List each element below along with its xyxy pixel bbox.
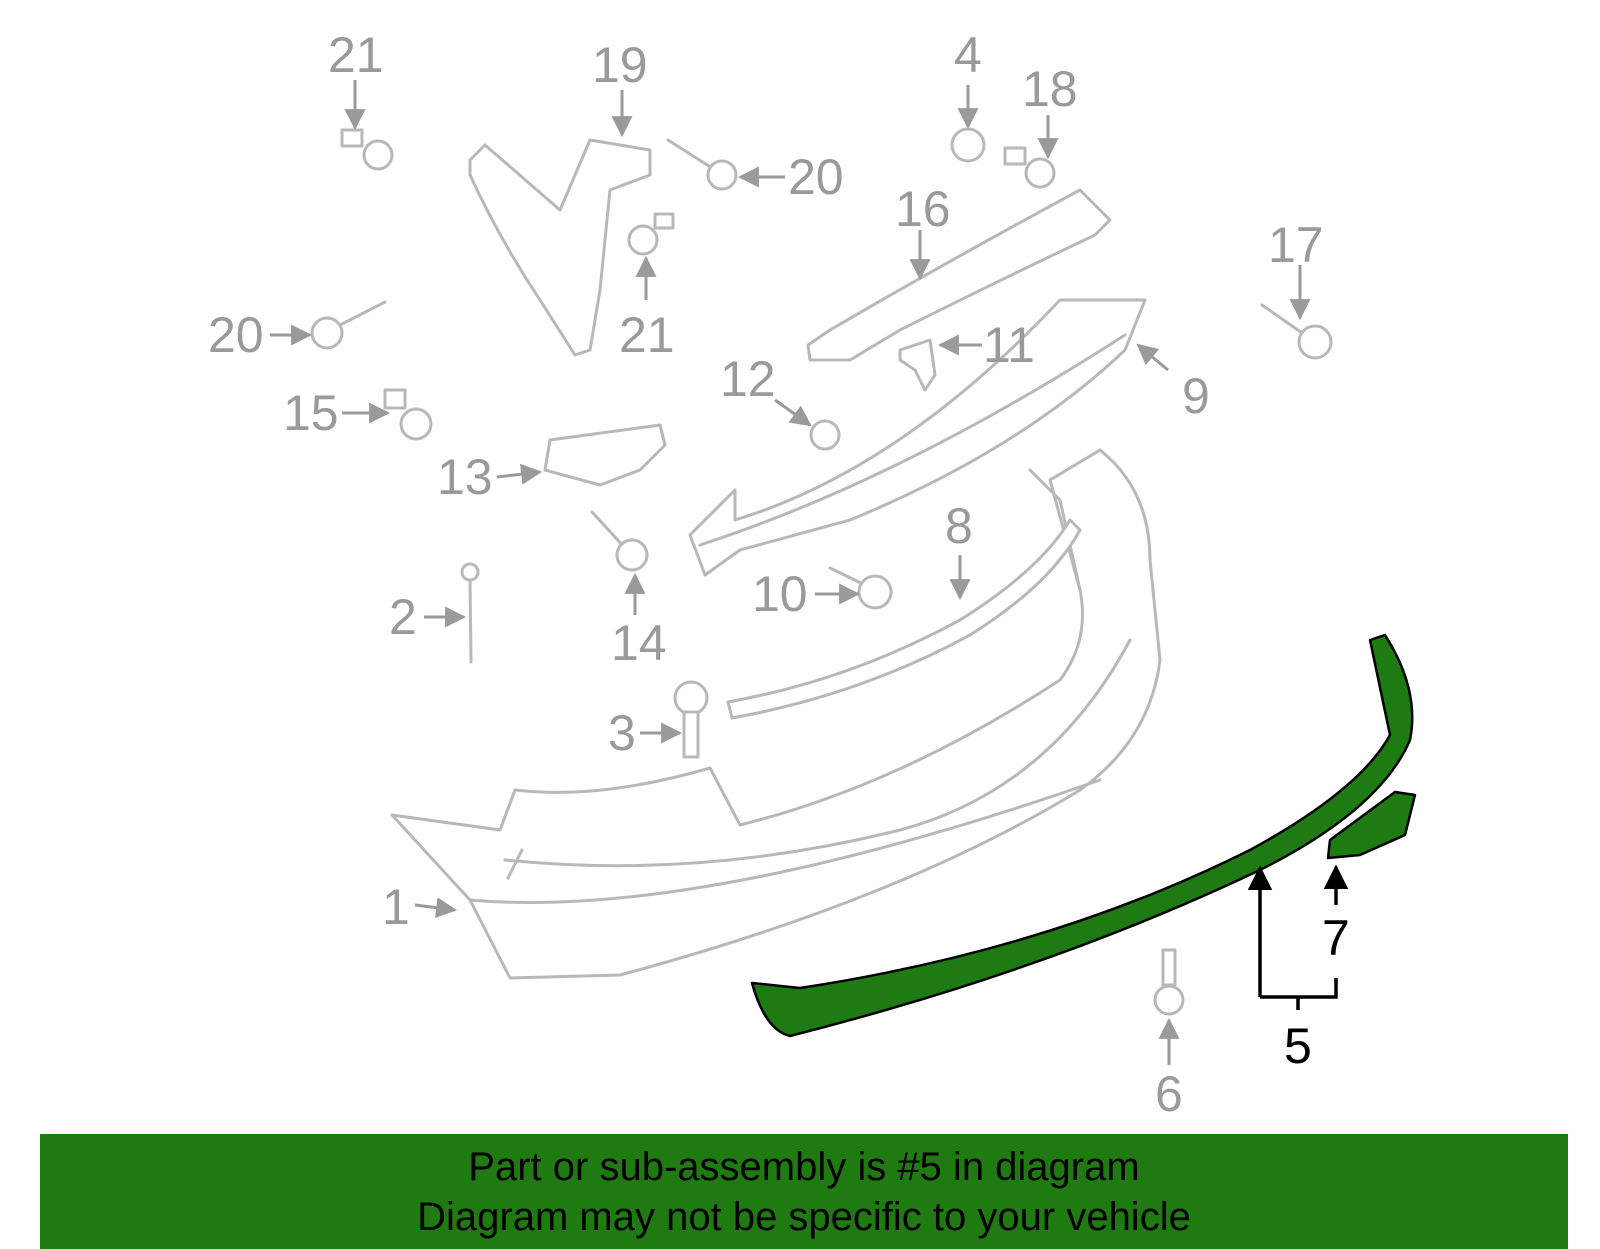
- fastener-21-mid: [627, 212, 675, 256]
- banner-line-1: Part or sub-assembly is #5 in diagram: [468, 1144, 1140, 1189]
- callout-9: 9: [1182, 368, 1210, 424]
- strip-part-8: [726, 518, 1082, 720]
- fastener-2: [460, 562, 480, 664]
- callout-10: 10: [752, 566, 808, 622]
- callout-8: 8: [945, 498, 973, 554]
- callout-17: 17: [1268, 217, 1324, 273]
- callout-19: 19: [592, 37, 648, 93]
- callout-arrows: [270, 80, 1311, 1065]
- callout-18: 18: [1022, 61, 1078, 117]
- clip-part-11: [898, 338, 937, 392]
- callout-6: 6: [1155, 1066, 1183, 1122]
- bumper-cover-part-1: [390, 448, 1162, 980]
- fastener-6: [1153, 948, 1185, 1016]
- fastener-21-top: [340, 128, 394, 171]
- fastener-18: [1003, 146, 1056, 189]
- callout-16: 16: [895, 181, 951, 237]
- callout-5: 5: [1284, 1018, 1312, 1074]
- fastener-20-left: [310, 300, 387, 350]
- callout-4: 4: [954, 27, 982, 83]
- callout-13: 13: [437, 449, 493, 505]
- callout-21-mid: 21: [619, 307, 675, 363]
- callout-7: 7: [1322, 910, 1350, 966]
- valance-part-5-highlighted: [750, 633, 1414, 1038]
- notice-banner: Part or sub-assembly is #5 in diagram Di…: [40, 1134, 1568, 1249]
- callout-12: 12: [720, 351, 776, 407]
- callout-3: 3: [608, 705, 636, 761]
- banner-line-2: Diagram may not be specific to your vehi…: [417, 1194, 1191, 1239]
- callout-21-top: 21: [328, 27, 384, 83]
- fastener-14: [590, 510, 649, 572]
- callout-20-top: 20: [788, 149, 844, 205]
- reinforcement-part-9: [688, 298, 1147, 577]
- callout-1: 1: [382, 879, 410, 935]
- callout-arrows-highlighted: [1247, 864, 1349, 1010]
- fastener-4: [950, 127, 986, 163]
- fastener-12: [809, 419, 841, 451]
- side-bracket-part-19: [468, 138, 652, 357]
- fastener-20-top: [666, 138, 738, 191]
- fastener-3: [673, 680, 709, 759]
- bracket-part-16: [806, 188, 1112, 362]
- fastener-10: [828, 566, 893, 610]
- callout-15: 15: [283, 385, 339, 441]
- callout-14: 14: [611, 615, 667, 671]
- callout-20-left: 20: [208, 307, 264, 363]
- fastener-17: [1260, 303, 1333, 360]
- bracket-part-13: [543, 423, 667, 487]
- fastener-15: [383, 388, 433, 441]
- callout-11: 11: [983, 317, 1035, 373]
- insert-part-7-highlighted: [1326, 790, 1417, 860]
- callout-2: 2: [389, 589, 417, 645]
